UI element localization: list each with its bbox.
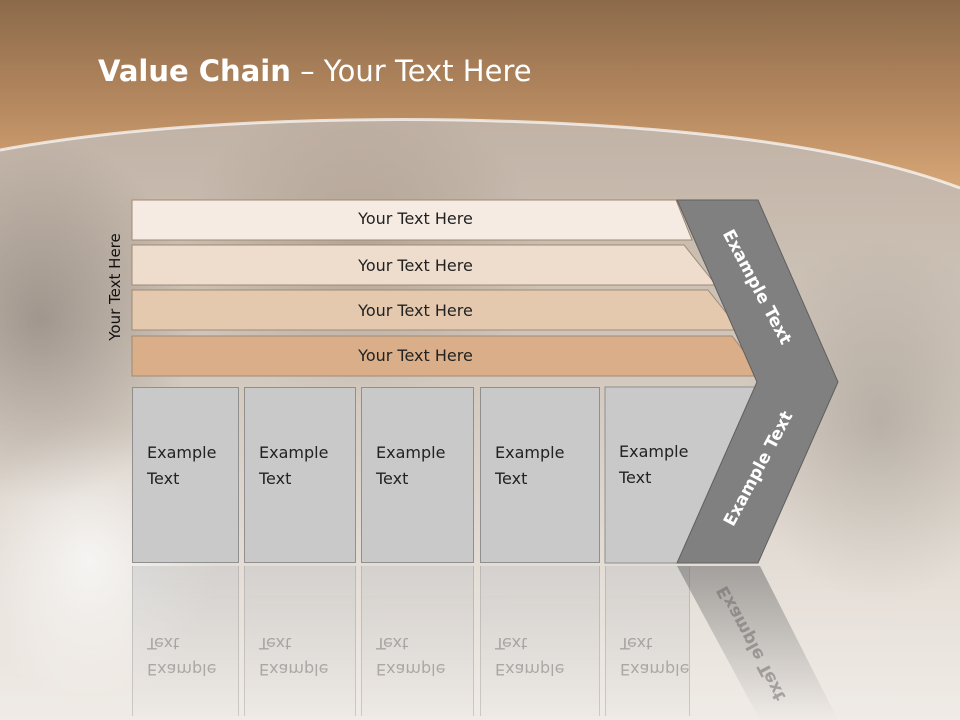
slide-title-bold: Value Chain <box>98 54 291 88</box>
column-reflection: Example Text <box>361 566 474 716</box>
bar-label-4[interactable]: Your Text Here <box>358 346 473 365</box>
column-reflection: Example Text <box>132 566 239 716</box>
bar-label-3[interactable]: Your Text Here <box>358 301 473 320</box>
bar-label-2[interactable]: Your Text Here <box>358 256 473 275</box>
header-band <box>0 0 960 190</box>
column-text: Example Text <box>259 443 329 488</box>
slide-title: Value Chain – Your Text Here <box>98 54 532 88</box>
bar-label-1[interactable]: Your Text Here <box>358 209 473 228</box>
column-box-1[interactable]: Example Text <box>132 387 239 563</box>
column-box-5[interactable]: Example Text <box>605 387 695 563</box>
column-box-4[interactable]: Example Text <box>480 387 600 563</box>
column-box-3[interactable]: Example Text <box>361 387 474 563</box>
column-text: Example Text <box>376 443 446 488</box>
column-text: Example Text <box>147 443 217 488</box>
slide-title-rest: – Your Text Here <box>290 54 532 88</box>
column-reflection: Example Text <box>480 566 600 716</box>
column-reflection: Example Text <box>244 566 356 716</box>
column-text: Example Text <box>619 442 689 487</box>
column-text: Example Text <box>495 443 565 488</box>
column-reflection: Example Text <box>605 566 690 716</box>
bar-shape-1 <box>131 199 693 241</box>
column-box-2[interactable]: Example Text <box>244 387 356 563</box>
